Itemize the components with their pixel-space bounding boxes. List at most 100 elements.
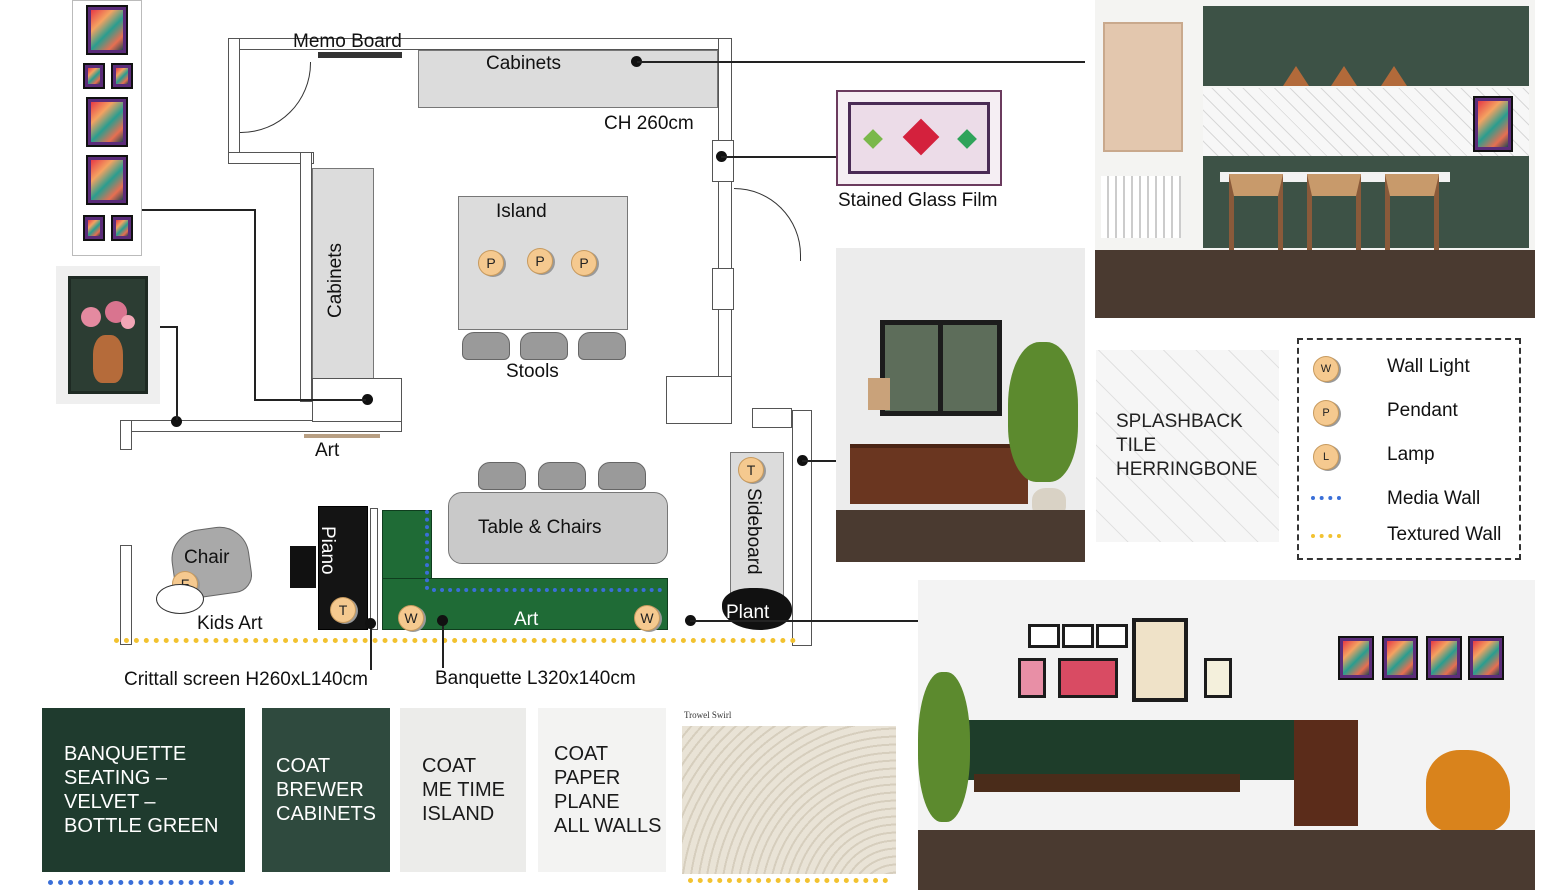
wall-right-lower xyxy=(792,410,812,646)
crittall-label: Crittall screen H260xL140cm xyxy=(124,669,368,690)
cabinets-top-label: Cabinets xyxy=(486,53,561,74)
art-frame xyxy=(1058,658,1118,698)
wall-left-step xyxy=(228,152,314,164)
crittall-screen xyxy=(370,508,378,630)
wall-light-badge: W xyxy=(634,605,660,631)
table-chairs-label: Table & Chairs xyxy=(478,517,602,538)
art-frame xyxy=(1028,624,1060,648)
piano-stool xyxy=(290,546,316,588)
tree-icon xyxy=(918,672,970,822)
legend: W Wall Light P Pendant L Lamp Media Wall… xyxy=(1297,338,1521,560)
leader-line xyxy=(254,209,256,400)
wall-light-icon: W xyxy=(1313,356,1339,382)
media-wall-dots xyxy=(48,880,234,890)
textured-wall-line xyxy=(114,638,796,648)
flower-icon xyxy=(81,307,101,327)
art-print xyxy=(86,155,128,205)
table-lamp-badge: T xyxy=(330,597,356,623)
island-label: Island xyxy=(496,201,547,222)
legend-item: Textured Wall xyxy=(1299,522,1519,548)
leader-line xyxy=(142,209,255,211)
swatch-me-time: COAT ME TIME ISLAND xyxy=(400,708,526,872)
floor-plan: Memo Board Cabinets CH 260cm Cabinets Ar… xyxy=(0,0,1085,700)
door-swing-icon xyxy=(240,62,311,133)
lamp-icon xyxy=(868,378,890,410)
art-mid-label: Art xyxy=(315,440,340,461)
chair-label: Chair xyxy=(184,547,230,568)
art-print xyxy=(1473,96,1513,152)
armchair-image xyxy=(1426,750,1510,832)
pendant-icon: P xyxy=(1313,400,1339,426)
art-frame xyxy=(1062,624,1094,648)
cabinets-side-label: Cabinets xyxy=(325,243,346,318)
marker-dot xyxy=(437,615,448,626)
swatch-brewer: COAT BREWER CABINETS xyxy=(262,708,390,872)
wall-left-mid xyxy=(300,152,312,402)
art-frame xyxy=(1096,624,1128,648)
stained-glass-label: Stained Glass Film xyxy=(838,190,998,211)
plant-label: Plant xyxy=(726,602,770,623)
leader-line xyxy=(802,460,838,462)
media-wall-swatch-icon xyxy=(1311,496,1341,504)
stool-icon xyxy=(462,332,510,360)
cabinets-side xyxy=(312,168,374,380)
art-frame xyxy=(1204,658,1232,698)
table-lamp-badge: T xyxy=(738,457,764,483)
kids-art-label: Kids Art xyxy=(197,613,263,634)
pendant-badge: P xyxy=(478,250,504,276)
wall-left-upper xyxy=(228,38,240,162)
stool-icon xyxy=(520,332,568,360)
leader-line xyxy=(690,620,918,622)
leader-line xyxy=(176,326,178,420)
art-print xyxy=(1468,636,1504,680)
window-frame xyxy=(752,408,792,428)
plant-icon xyxy=(722,588,792,630)
bar-stool-icon xyxy=(1229,174,1283,294)
lamp-icon: L xyxy=(1313,444,1339,470)
swatch-paper-plane: COAT PAPER PLANE ALL WALLS xyxy=(538,708,666,872)
sideboard-label: Sideboard xyxy=(743,488,764,575)
media-wall-line xyxy=(425,510,433,590)
sideboard-photo xyxy=(836,248,1085,562)
memo-board-label: Memo Board xyxy=(293,31,402,52)
tree-icon xyxy=(1008,342,1078,482)
sideboard-image xyxy=(850,444,1028,504)
piano-label: Piano xyxy=(317,526,338,575)
marker-dot xyxy=(171,416,182,427)
leader-line xyxy=(254,399,366,401)
legend-item: Media Wall xyxy=(1299,486,1519,512)
wall-right-upper xyxy=(718,38,732,378)
wall-left-lower xyxy=(120,420,132,450)
media-wall-line xyxy=(432,588,662,596)
art-frame xyxy=(1018,658,1046,698)
banquette-label: Banquette L320x140cm xyxy=(435,668,636,689)
art-gallery-strip xyxy=(72,0,142,256)
leader-line xyxy=(370,624,372,670)
bar-stool-icon xyxy=(1385,174,1439,294)
chair-icon xyxy=(598,462,646,490)
vase-icon xyxy=(93,335,123,383)
ceiling-height-label: CH 260cm xyxy=(604,113,694,134)
textured-wall-dots xyxy=(688,878,888,888)
leader-line xyxy=(637,61,1085,63)
door-swing-icon xyxy=(734,188,801,261)
flower-art-panel xyxy=(56,266,160,404)
banquette-seating xyxy=(382,578,668,630)
pendant-badge: P xyxy=(571,250,597,276)
leader-line xyxy=(442,622,444,668)
kitchen-photo xyxy=(1095,0,1535,318)
dining-photo xyxy=(918,580,1535,890)
memo-board-bar xyxy=(318,52,402,58)
legend-item: P Pendant xyxy=(1299,398,1519,426)
art-print xyxy=(83,215,105,241)
art-strip xyxy=(304,434,380,438)
legend-item: L Lamp xyxy=(1299,442,1519,470)
marker-dot xyxy=(362,394,373,405)
art-print xyxy=(111,215,133,241)
splashback-text: SPLASHBACK TILE HERRINGBONE xyxy=(1116,411,1258,480)
splashback-tile: SPLASHBACK TILE HERRINGBONE xyxy=(1096,350,1279,542)
art-banquette-label: Art xyxy=(514,609,539,630)
marker-dot xyxy=(631,56,642,67)
trowel-caption: Trowel Swirl xyxy=(684,710,732,720)
pendant-badge: P xyxy=(527,248,553,274)
